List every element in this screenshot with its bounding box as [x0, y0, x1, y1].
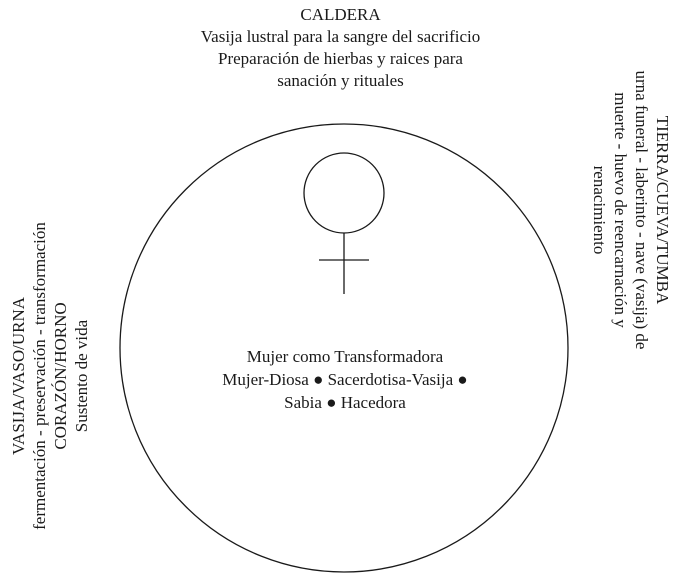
main-circle [119, 123, 569, 573]
caldera-line-3: sanación y rituales [277, 71, 404, 90]
tierra-line-3: renacimiento [590, 165, 609, 255]
caldera-title: CALDERA [300, 5, 381, 24]
center-line-1: Mujer como Transformadora [246, 347, 444, 366]
venus-symbol-icon [303, 152, 385, 294]
caldera-line-1: Vasija lustral para la sangre del sacrif… [200, 27, 481, 46]
caldera-line-2: Preparación de hierbas y raices para [218, 49, 463, 68]
tierra-line-1: urna funeral - laberinto - nave (vasija)… [632, 70, 651, 350]
right-tierra-text: TIERRA/CUEVA/TUMBA urna funeral - laberi… [571, 0, 681, 585]
left-vasija-text: VASIJA/VASO/URNA fermentación - preserva… [0, 0, 110, 585]
vasija-line-1: fermentación - preservación - transforma… [30, 222, 49, 530]
center-text: Mujer como Transformadora Mujer-Diosa ● … [150, 345, 540, 414]
tierra-title: TIERRA/CUEVA/TUMBA [653, 115, 672, 305]
center-line-3: Sabia ● Hacedora [284, 393, 406, 412]
vasija-title: VASIJA/VASO/URNA [9, 296, 28, 456]
center-line-2: Mujer-Diosa ● Sacerdotisa-Vasija ● [222, 370, 468, 389]
tierra-line-2: muerte - huevo de reencarnación y [611, 92, 630, 328]
vasija-line-2: CORAZÓN/HORNO [51, 302, 70, 450]
vasija-line-3: Sustento de vida [72, 319, 91, 433]
top-caldera-text: CALDERA Vasija lustral para la sangre de… [0, 4, 681, 92]
